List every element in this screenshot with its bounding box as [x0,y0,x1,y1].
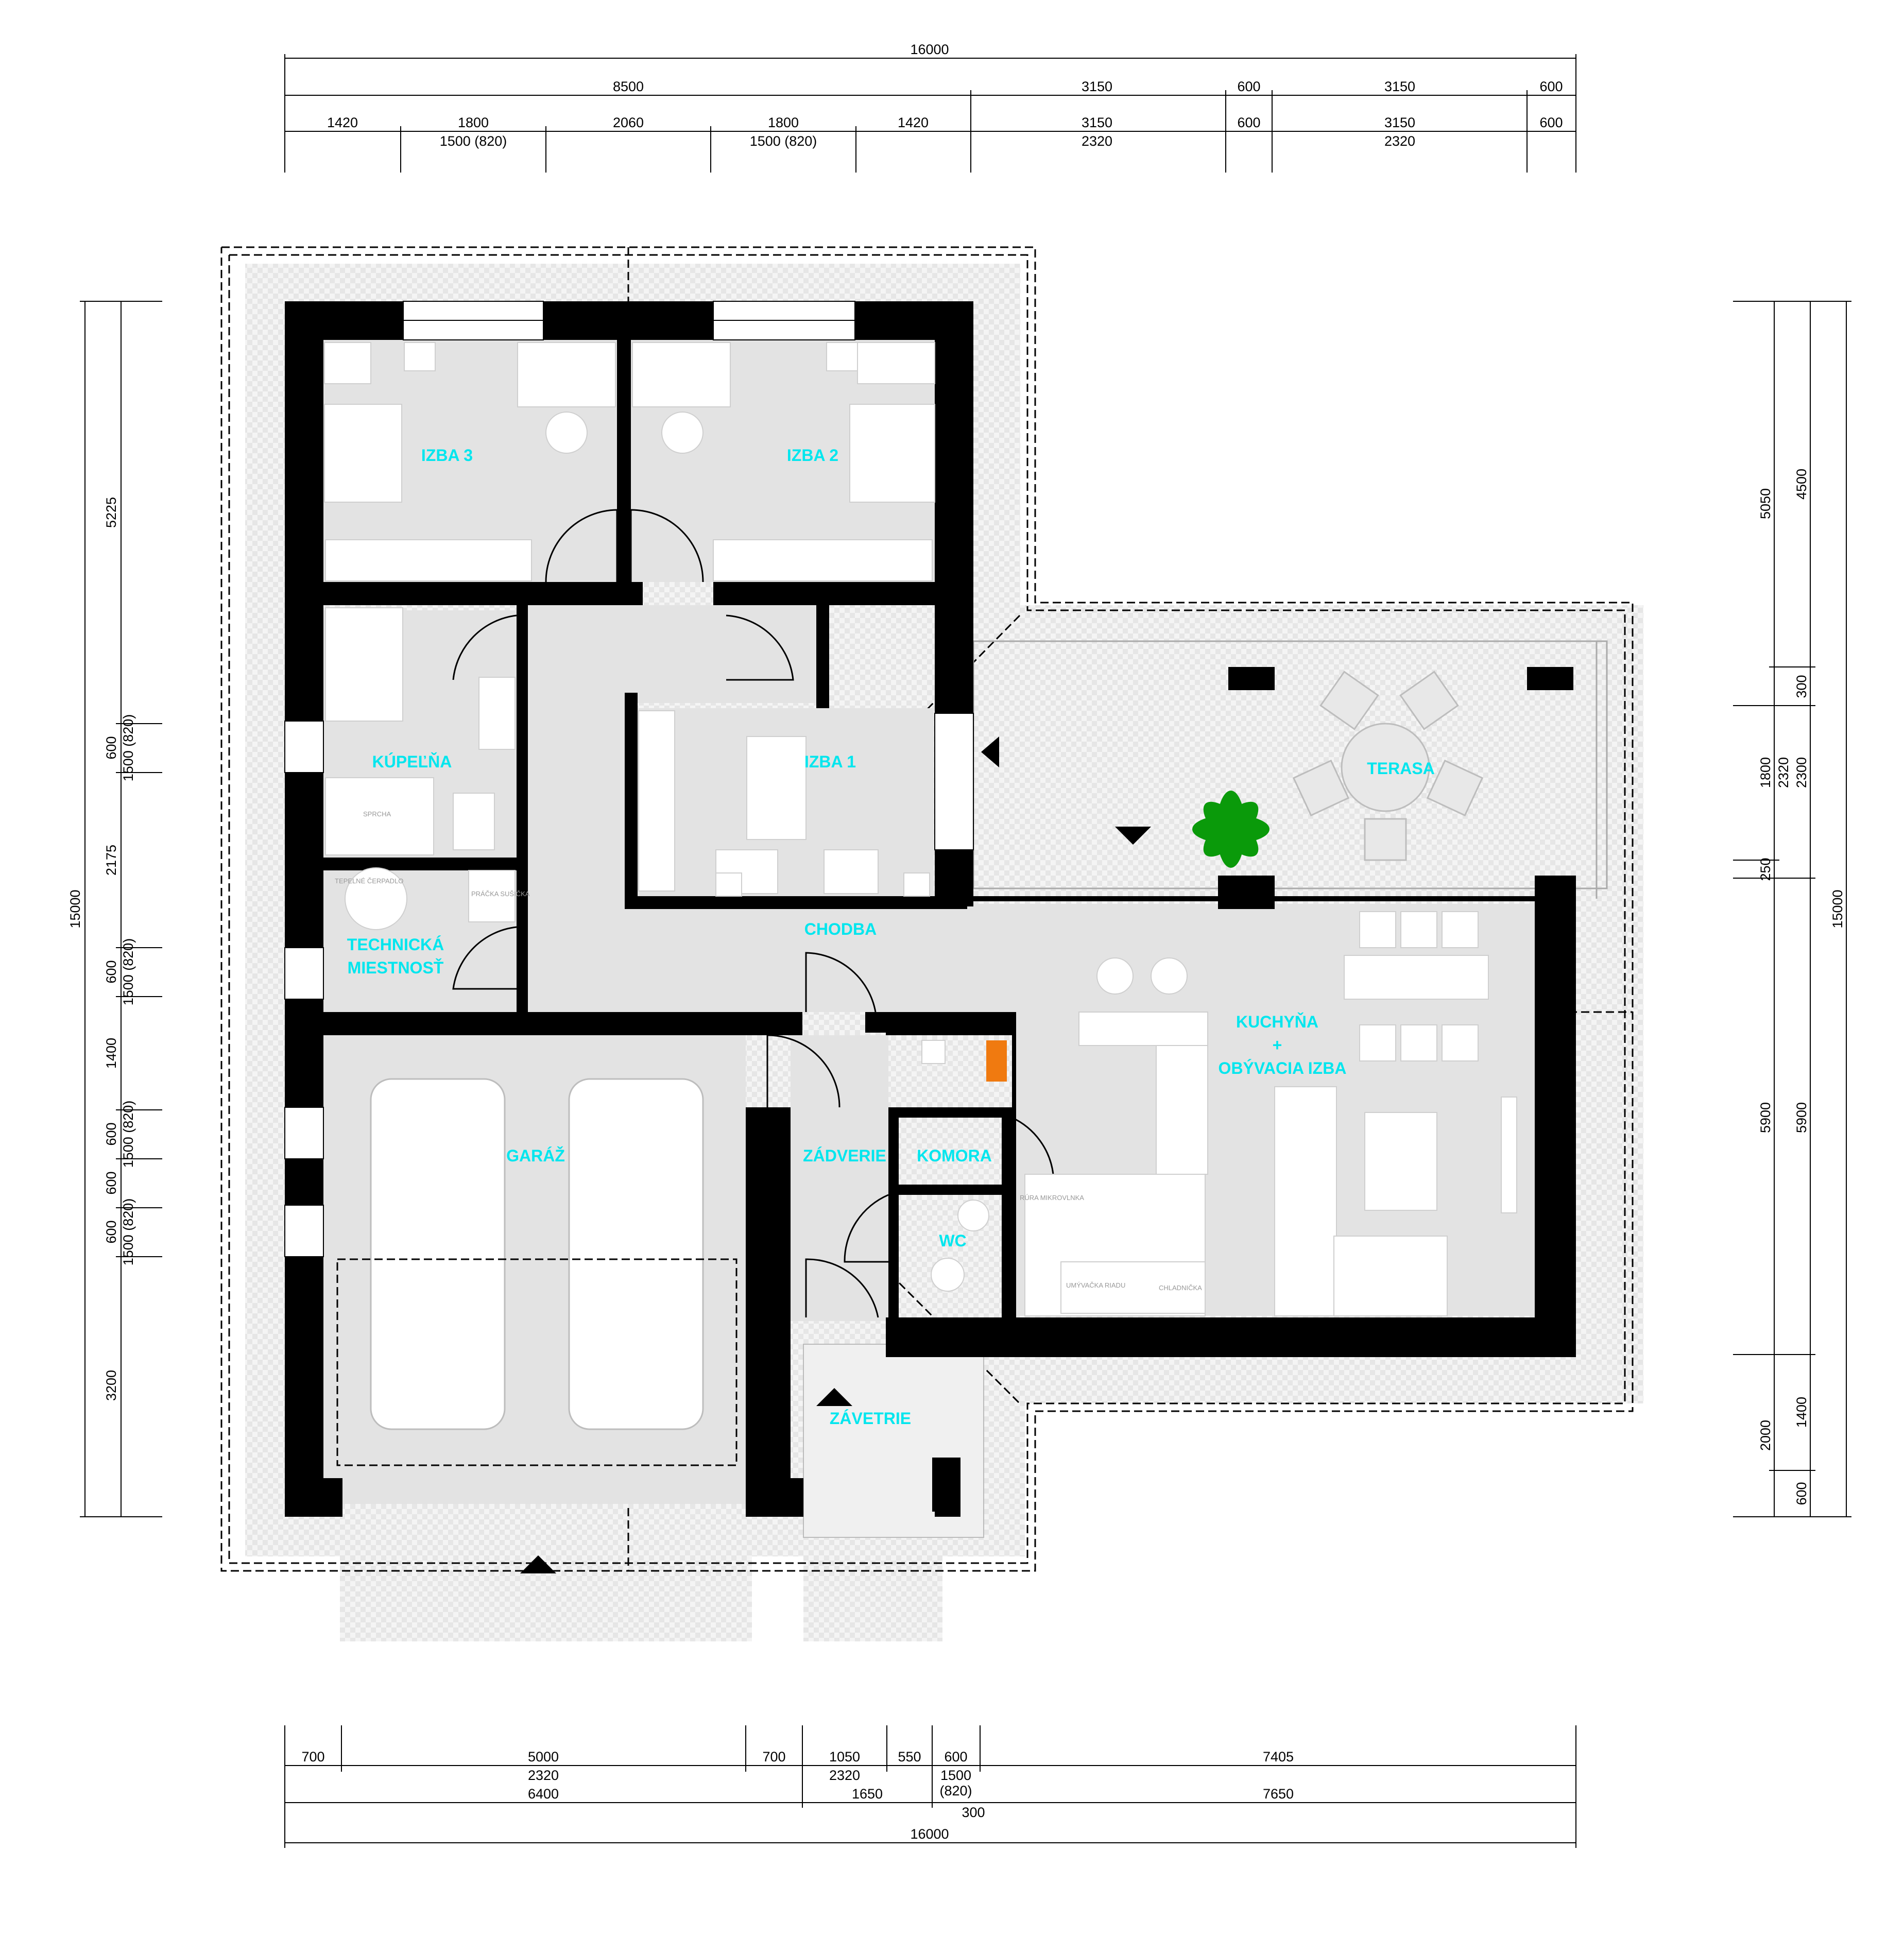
dim-top-total: 16000 [910,42,949,57]
room-label-chodba: CHODBA [804,920,877,938]
dim-top-r3-8: 600 [1539,115,1563,130]
fridge-label: CHLADNIČKA [1159,1284,1202,1292]
heat-pump-label: TEPELNÉ ČERPADLO [335,877,403,885]
dim-left-seg-6: 600 [104,1171,119,1194]
dim-right-inner-3: 250 [1758,858,1773,881]
dim-left-total: 15000 [67,889,83,928]
fireplace-icon [986,1040,1007,1082]
dim-right-outer-4: 1400 [1794,1397,1809,1428]
room-label-kupelna: KÚPEĽŇA [372,752,452,771]
dim-right-inner-1: 1800 [1758,757,1773,788]
dim-bottom-r1-6: 7405 [1263,1749,1294,1764]
walls [285,301,1576,1517]
room-label-kuchyna-3: OBÝVACIA IZBA [1219,1059,1347,1077]
dim-bottom-r1-3: 1050 [829,1749,860,1764]
dishwasher-label: UMÝVAČKA RIADU [1066,1281,1125,1289]
dim-right-inner-2: 2320 [1776,757,1791,788]
dim-top-r2-2: 600 [1237,79,1260,94]
dim-left-win-0: 1500 (820) [121,714,136,782]
dim-top-r3-0: 1420 [327,115,358,130]
dim-bottom-r1-1: 5000 [528,1749,559,1764]
dim-left-win-1: 1500 (820) [121,938,136,1006]
dim-bottom-r2-0: 6400 [528,1786,559,1802]
garage-cars [336,1078,737,1466]
room-label-kuchyna-1: KUCHYŇA [1236,1013,1318,1031]
dim-bottom-r1b-0: 2320 [528,1768,559,1783]
dim-right-outer-3: 5900 [1794,1102,1809,1133]
dim-bottom-r1b-1: 2320 [829,1768,860,1783]
dim-top-r3b-2: 2320 [1082,133,1112,149]
doors [452,509,1054,1318]
room-label-wc: WC [939,1231,966,1250]
dim-bottom-r2-3: 7650 [1263,1786,1294,1802]
dim-top-r3-1: 1800 [458,115,489,130]
dim-bottom-r2-1: 1650 [852,1786,883,1802]
dim-top-r3-2: 2060 [613,115,644,130]
dimension-lines [80,54,1851,1848]
dim-top-r3-3: 1800 [768,115,799,130]
dim-bottom-r1b-2: 1500 [940,1768,971,1783]
dim-top-r3-6: 600 [1237,115,1260,130]
dim-left-seg-0: 5225 [104,497,119,528]
room-label-zavetrie: ZÁVETRIE [830,1409,911,1428]
room-label-technicka-2: MIESTNOSŤ [348,958,444,977]
windows [284,301,974,1257]
dim-right-outer-5: 600 [1794,1482,1809,1505]
room-label-izba3: IZBA 3 [421,446,473,465]
dim-top-r3b-3: 2320 [1384,133,1415,149]
dim-right-total: 15000 [1830,889,1845,928]
dim-top-r3-5: 3150 [1082,115,1112,130]
dim-left-win-3: 1500 (820) [121,1198,136,1266]
dim-top-r3-7: 3150 [1384,115,1415,130]
room-label-kuchyna-2: + [1273,1036,1282,1054]
dim-top-r2-3: 3150 [1384,79,1415,94]
washer-label: PRÁČKA SUŠIČKA [471,890,530,898]
room-label-izba1: IZBA 1 [804,752,856,771]
dim-left-seg-4: 1400 [104,1038,119,1069]
entrance-arrow-icon [520,736,1151,1573]
dim-bottom-r1-4: 550 [898,1749,921,1764]
dim-left-seg-7: 600 [104,1220,119,1243]
dim-right-inner-4: 5900 [1758,1102,1773,1133]
room-label-izba2: IZBA 2 [787,446,838,465]
dim-top-r3b-1: 1500 (820) [750,133,817,149]
dim-bottom-r1-2: 700 [762,1749,785,1764]
terrace-dining-set [1292,671,1484,861]
dim-top-r2-4: 600 [1539,79,1563,94]
dim-bottom-r1b-3: (820) [939,1783,972,1798]
room-label-zadverie: ZÁDVERIE [803,1146,886,1165]
oven-label: RÚRA MIKROVLNKA [1020,1194,1084,1202]
room-label-komora: KOMORA [917,1146,992,1165]
dim-bottom-r1-0: 700 [301,1749,324,1764]
dim-right-inner-5: 2000 [1758,1420,1773,1451]
dim-bottom-r1-5: 600 [944,1749,967,1764]
room-label-terasa: TERASA [1367,759,1435,778]
dim-left-win-2: 1500 (820) [121,1101,136,1168]
dim-top-r2-1: 3150 [1082,79,1112,94]
dim-left-seg-1: 600 [104,736,119,759]
dim-right-outer-0: 4500 [1794,469,1809,500]
dim-top-r3-4: 1420 [898,115,929,130]
dim-left-seg-3: 600 [104,960,119,983]
dim-right-inner-0: 5050 [1758,488,1773,519]
room-label-garaz: GARÁŽ [506,1146,565,1165]
room-label-technicka-1: TECHNICKÁ [347,935,444,954]
dim-right-outer-1: 300 [1794,675,1809,698]
shower-label: SPRCHA [363,810,391,818]
dim-left-seg-2: 2175 [104,845,119,876]
dim-left-seg-5: 600 [104,1122,119,1145]
furniture [324,342,1517,1316]
dim-top-r3b-0: 1500 (820) [440,133,507,149]
dim-top-r2-0: 8500 [613,79,644,94]
dim-bottom-r2-2: 300 [962,1805,985,1820]
plant-icon [1192,791,1270,868]
dim-right-outer-2: 2300 [1794,757,1809,788]
dim-left-seg-8: 3200 [104,1370,119,1401]
dim-bottom-total: 16000 [910,1826,949,1842]
